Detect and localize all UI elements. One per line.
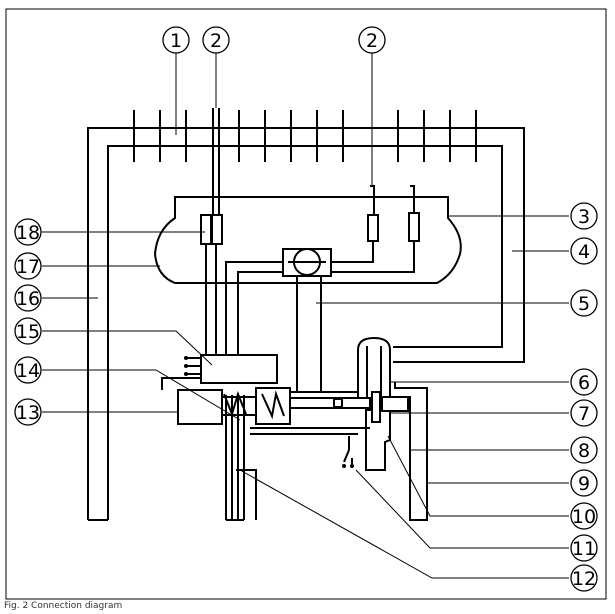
callout-16: 16 bbox=[14, 284, 42, 312]
water-pipe-frame bbox=[394, 382, 428, 521]
callout-12: 12 bbox=[570, 564, 598, 592]
callout-10: 10 bbox=[570, 502, 598, 530]
water-valve-spindle bbox=[371, 391, 381, 423]
gas-supply bbox=[236, 469, 257, 520]
callout-8-label: 8 bbox=[578, 440, 590, 462]
callout-18-label: 18 bbox=[16, 222, 40, 244]
water-valve-housing bbox=[357, 336, 391, 400]
leader-lines bbox=[42, 53, 569, 579]
ignition-electrode-left bbox=[200, 214, 212, 245]
connecting-pipe bbox=[250, 427, 370, 435]
callout-14: 14 bbox=[14, 356, 42, 384]
callout-16-label: 16 bbox=[16, 288, 40, 310]
callout-9: 9 bbox=[570, 469, 598, 497]
callout-11: 11 bbox=[570, 534, 598, 562]
callout-12-label: 12 bbox=[572, 568, 596, 590]
gas-inlet-pipe bbox=[225, 395, 245, 520]
callout-9-label: 9 bbox=[578, 473, 590, 495]
callout-18: 18 bbox=[14, 218, 42, 246]
valve-stem bbox=[289, 397, 371, 409]
heat-exchanger-inner bbox=[107, 145, 503, 520]
callout-2a-label: 2 bbox=[210, 30, 222, 52]
callout-8: 8 bbox=[570, 436, 598, 464]
callout-15: 15 bbox=[14, 317, 42, 345]
spring bbox=[261, 390, 285, 420]
callout-2b: 2 bbox=[358, 26, 386, 54]
outer-frame bbox=[5, 8, 607, 600]
callout-1: 1 bbox=[162, 26, 190, 54]
ionisation-electrode bbox=[367, 214, 379, 242]
callout-1-label: 1 bbox=[170, 30, 182, 52]
solenoid-bracket bbox=[161, 377, 200, 390]
flame-sensor bbox=[408, 212, 420, 242]
callout-2a: 2 bbox=[202, 26, 230, 54]
callout-13: 13 bbox=[14, 398, 42, 426]
callout-13-label: 13 bbox=[16, 402, 40, 424]
solenoid-valve bbox=[177, 389, 223, 425]
callout-7-label: 7 bbox=[578, 403, 590, 425]
callout-15-label: 15 bbox=[16, 321, 40, 343]
callout-3: 3 bbox=[570, 202, 598, 230]
callout-2b-label: 2 bbox=[366, 30, 378, 52]
microswitch bbox=[342, 436, 354, 468]
callout-4-label: 4 bbox=[578, 241, 590, 263]
callout-4: 4 bbox=[570, 237, 598, 265]
figure-caption: Fig. 2 Connection diagram bbox=[4, 601, 123, 611]
callout-5: 5 bbox=[570, 289, 598, 317]
control-unit-terminals bbox=[184, 356, 201, 376]
ignition-electrode-right bbox=[211, 214, 223, 245]
control-unit bbox=[200, 354, 278, 384]
callout-3-label: 3 bbox=[578, 206, 590, 228]
spring-left bbox=[223, 390, 247, 418]
water-valve-outlet bbox=[381, 396, 409, 412]
heat-exchanger-fins bbox=[133, 110, 477, 162]
callout-17-label: 17 bbox=[16, 256, 40, 278]
callout-6-label: 6 bbox=[578, 372, 590, 394]
callout-5-label: 5 bbox=[578, 293, 590, 315]
electrode-wiring bbox=[212, 108, 415, 215]
heat-exchanger-outer bbox=[87, 127, 525, 520]
callout-7: 7 bbox=[570, 399, 598, 427]
callout-10-label: 10 bbox=[572, 506, 596, 528]
callout-17: 17 bbox=[14, 252, 42, 280]
callout-11-label: 11 bbox=[572, 538, 596, 560]
callout-6: 6 bbox=[570, 368, 598, 396]
callout-14-label: 14 bbox=[16, 360, 40, 382]
